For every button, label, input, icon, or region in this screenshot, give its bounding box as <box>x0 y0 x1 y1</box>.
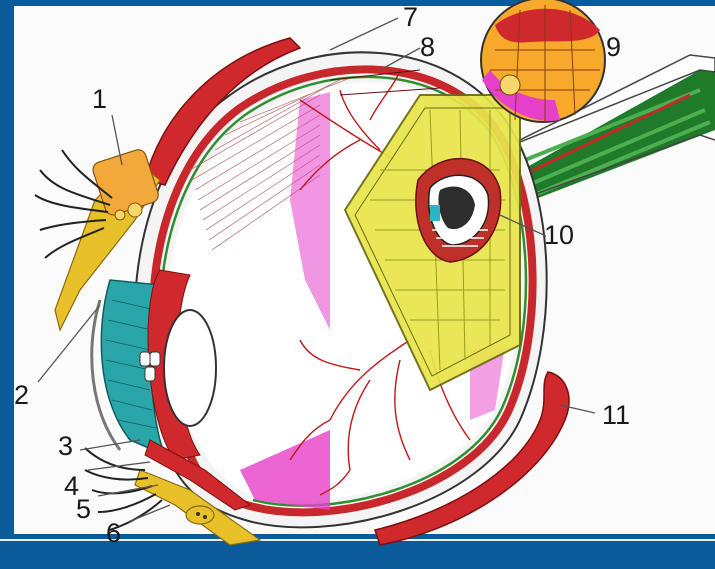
lower-eyelid-gland <box>186 506 214 524</box>
cell-detail-inset <box>481 0 605 122</box>
label-1: 1 <box>92 84 107 114</box>
label-9: 9 <box>606 32 621 62</box>
label-6: 6 <box>106 518 121 548</box>
label-2: 2 <box>14 380 29 410</box>
lens <box>164 310 216 426</box>
label-7: 7 <box>403 2 418 32</box>
label-11: 11 <box>602 400 630 430</box>
label-3: 3 <box>58 431 73 461</box>
label-10: 10 <box>544 220 574 250</box>
label-5: 5 <box>76 494 91 524</box>
label-8: 8 <box>420 32 435 62</box>
